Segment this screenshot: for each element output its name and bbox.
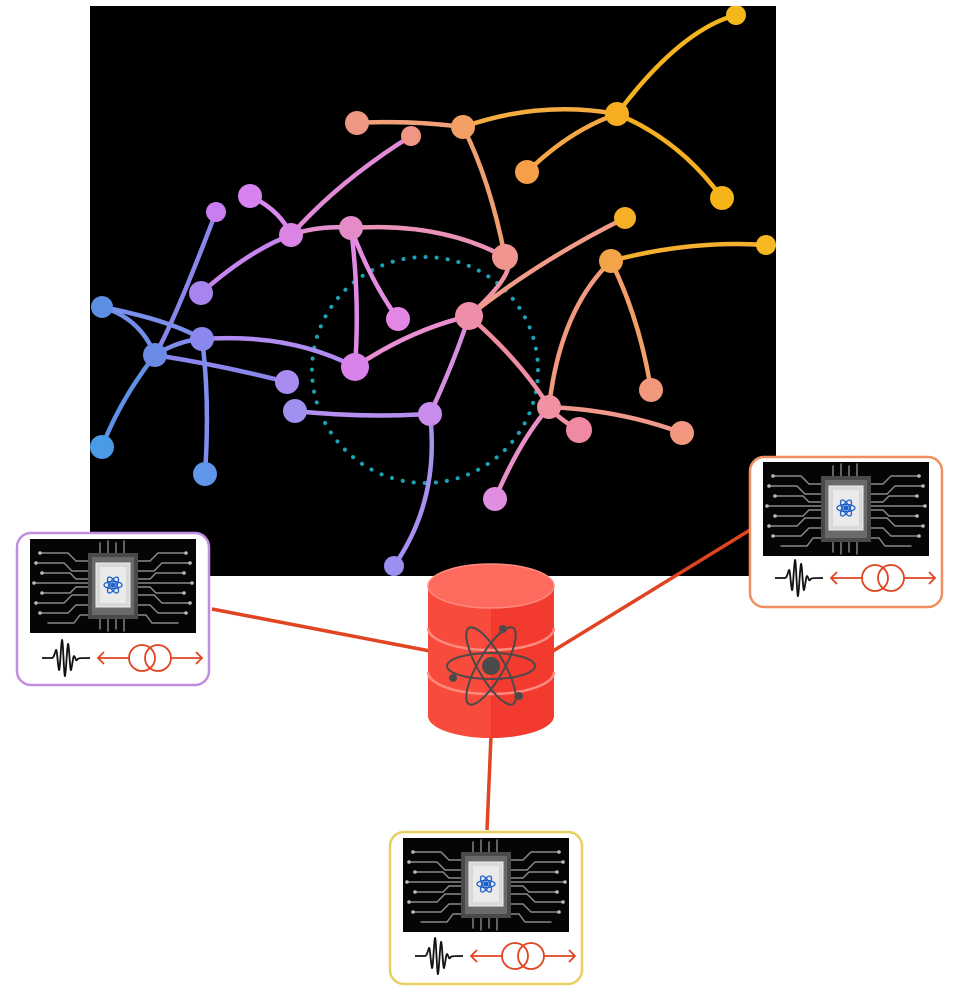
network-edge xyxy=(546,258,614,410)
network-edge xyxy=(460,107,620,130)
processor-card-left xyxy=(15,531,211,687)
network-node xyxy=(283,399,307,423)
network-nodes xyxy=(90,6,776,576)
network-node xyxy=(566,417,592,443)
quantum-chip-icon xyxy=(402,837,570,933)
network-edge xyxy=(608,258,654,393)
network-edge xyxy=(546,404,685,436)
network-node xyxy=(483,487,507,511)
network-edge xyxy=(608,241,769,264)
network-node xyxy=(515,160,539,184)
network-node xyxy=(279,223,303,247)
network-node xyxy=(238,184,262,208)
network-edge xyxy=(292,408,433,418)
highlight-ring xyxy=(310,255,540,485)
network-panel xyxy=(90,6,776,576)
network-edge xyxy=(391,411,435,569)
network-edge xyxy=(288,133,414,238)
network-edge xyxy=(460,124,508,260)
network-edge xyxy=(199,336,210,477)
network-node xyxy=(726,6,746,25)
network-edge xyxy=(348,224,508,260)
processor-card-right xyxy=(748,455,944,609)
network-node xyxy=(599,249,623,273)
quantum-database-icon xyxy=(426,563,556,738)
network-edge xyxy=(199,335,358,370)
network-node xyxy=(670,421,694,445)
network-node xyxy=(384,556,404,576)
network-edge xyxy=(466,215,628,319)
network-node xyxy=(537,395,561,419)
network-node xyxy=(90,435,114,459)
network-node xyxy=(614,207,636,229)
quantum-chip-icon xyxy=(762,461,930,557)
network-edge xyxy=(614,12,739,117)
network-node xyxy=(418,402,442,426)
network-node xyxy=(190,327,214,351)
network-edge xyxy=(152,352,290,385)
network-edge xyxy=(466,313,552,410)
network-node xyxy=(492,244,518,270)
network-node xyxy=(756,235,776,255)
network-node xyxy=(339,216,363,240)
network-node xyxy=(91,296,113,318)
network-node xyxy=(605,102,629,126)
network-node xyxy=(193,462,217,486)
network-node xyxy=(345,111,369,135)
link-right-processor xyxy=(552,528,751,653)
network-node xyxy=(275,370,299,394)
network-node xyxy=(639,378,663,402)
network-node xyxy=(455,302,483,330)
processor-links xyxy=(211,528,751,831)
network-node xyxy=(143,343,167,367)
network-node xyxy=(341,353,369,381)
network-node xyxy=(206,202,226,222)
network-node xyxy=(189,281,213,305)
link-left-processor xyxy=(211,607,431,653)
processor-card-bottom xyxy=(388,830,584,986)
network-node xyxy=(451,115,475,139)
network-edge xyxy=(348,225,360,370)
network-node xyxy=(401,126,421,146)
network-node xyxy=(386,307,410,331)
network-node xyxy=(710,186,734,210)
link-bottom-processor xyxy=(485,735,493,831)
network-edge xyxy=(614,111,725,201)
quantum-chip-icon xyxy=(29,538,197,634)
atom-icon xyxy=(446,625,536,706)
